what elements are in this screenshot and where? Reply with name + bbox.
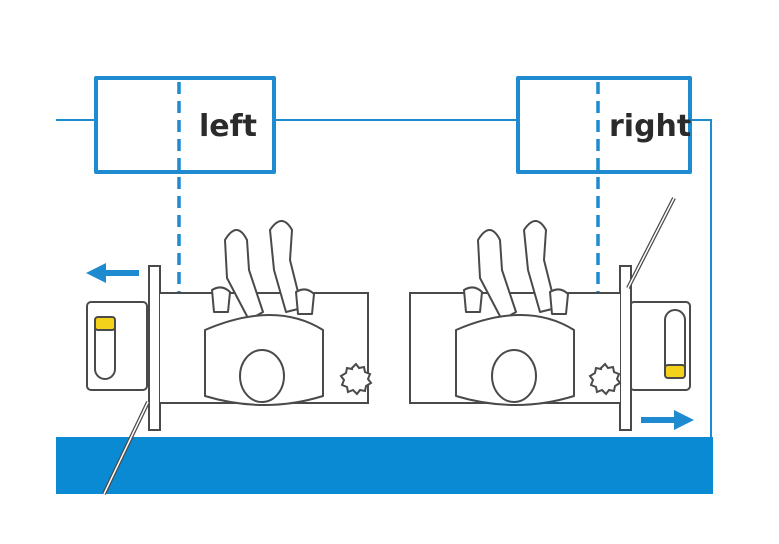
right-person-head bbox=[491, 349, 537, 403]
left-gear-icon bbox=[339, 362, 373, 396]
right-label-box: right bbox=[516, 76, 692, 174]
left-person-head bbox=[239, 349, 285, 403]
right-handle-tip bbox=[664, 364, 686, 379]
left-label-box: left bbox=[94, 76, 276, 174]
right-gear-icon bbox=[588, 362, 622, 396]
left-label: left bbox=[199, 109, 257, 144]
arrow-left-icon bbox=[86, 263, 139, 283]
wall-outline bbox=[56, 119, 712, 437]
right-person bbox=[455, 220, 575, 406]
left-handle-plate bbox=[86, 301, 148, 391]
left-person bbox=[204, 220, 324, 406]
left-handle-tip bbox=[94, 316, 116, 331]
right-label: right bbox=[609, 109, 691, 144]
floor-band bbox=[56, 437, 713, 494]
right-handle-plate bbox=[629, 301, 691, 391]
arrow-right-icon bbox=[641, 410, 694, 430]
